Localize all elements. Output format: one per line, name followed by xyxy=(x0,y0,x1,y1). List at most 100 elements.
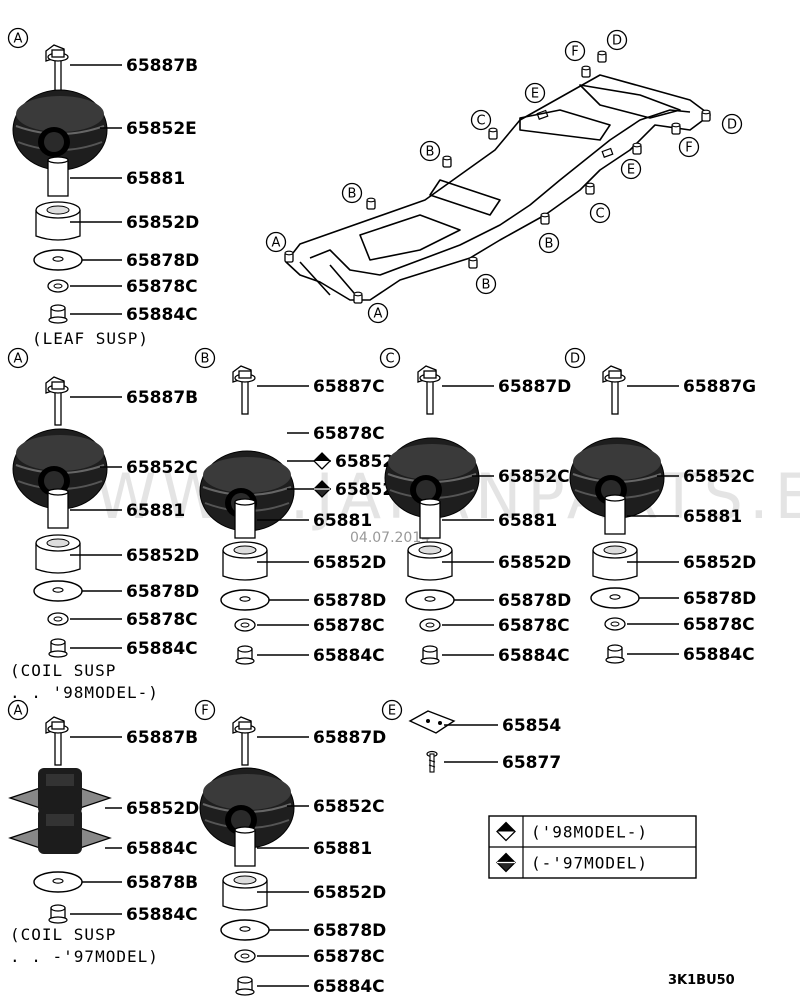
part-item[interactable]: 65884C xyxy=(235,976,385,997)
frame-rail-inner xyxy=(309,109,691,276)
frame-mount-icon xyxy=(468,256,478,269)
marker-circle xyxy=(475,273,497,295)
mount-icon xyxy=(8,808,112,854)
marker-circle xyxy=(524,82,546,104)
part-group-f: F65887D65852C6588165852D65878D65878C6588… xyxy=(194,699,386,997)
part-number: 65852D xyxy=(683,553,756,573)
part-number: 65887D xyxy=(498,377,571,397)
part-item[interactable]: 65852D xyxy=(8,768,199,819)
frame-marker-a: A xyxy=(367,302,389,324)
part-item[interactable]: 65878D xyxy=(220,589,386,611)
part-item[interactable]: 65881 xyxy=(47,156,185,197)
part-item[interactable]: 65887D xyxy=(232,716,386,766)
bolt-icon xyxy=(417,365,441,415)
washer-icon xyxy=(33,249,83,271)
legend-text: ('98MODEL-) xyxy=(531,823,648,842)
part-item[interactable]: 65881 xyxy=(47,488,185,529)
part-item[interactable]: 65887B xyxy=(45,44,198,94)
frame-mount-icon xyxy=(581,65,591,78)
part-item[interactable]: 65878B xyxy=(33,871,198,893)
frame-marker-b: B xyxy=(341,182,363,204)
marker-letter: C xyxy=(476,114,485,129)
part-item[interactable]: 65852D xyxy=(35,201,199,241)
part-item[interactable]: 65887C xyxy=(232,365,385,415)
frame-mount-icon xyxy=(488,127,498,140)
part-item[interactable]: 65887B xyxy=(45,376,198,426)
frame-marker-d: D xyxy=(606,29,628,51)
marker-letter: B xyxy=(426,145,435,160)
marker-circle xyxy=(194,699,216,721)
part-item[interactable]: 65884C xyxy=(235,645,385,666)
group-note: (LEAF SUSP) xyxy=(32,329,149,348)
sleeve-icon xyxy=(604,494,626,535)
part-item[interactable]: 65852D xyxy=(222,871,386,911)
part-item[interactable]: 65884C xyxy=(8,808,198,859)
part-item[interactable]: 65878C xyxy=(604,615,755,635)
part-item[interactable]: 65878C xyxy=(234,947,385,967)
part-item[interactable]: 65878C xyxy=(47,277,198,297)
part-number: 65881 xyxy=(313,511,372,531)
part-item[interactable]: 65878C xyxy=(234,616,385,636)
part-item[interactable]: 65881 xyxy=(604,494,742,535)
part-item[interactable]: 65878D xyxy=(405,589,571,611)
part-item[interactable]: 65887D xyxy=(417,365,571,415)
group-marker: A xyxy=(7,27,29,49)
part-item[interactable]: 65881 xyxy=(419,498,557,539)
nut-icon xyxy=(48,638,68,658)
part-group-b: B65887C65878C65852E65852C6588165852D6587… xyxy=(194,347,407,666)
marker-letter: C xyxy=(385,352,394,367)
smallwasher-icon xyxy=(419,618,441,632)
part-item[interactable]: 65881 xyxy=(234,826,372,867)
part-item[interactable]: 65852E xyxy=(12,89,197,171)
marker-letter: F xyxy=(571,45,578,60)
cup-icon xyxy=(222,871,268,911)
bullet-symbol-icon xyxy=(496,821,516,842)
part-number: 65878C xyxy=(313,616,385,636)
part-item[interactable]: 65852D xyxy=(407,541,571,581)
marker-letter: A xyxy=(14,32,23,47)
part-item[interactable]: 65881 xyxy=(234,498,372,539)
frame-marker-a: A xyxy=(265,231,287,253)
part-item[interactable]: 65852C xyxy=(569,437,755,519)
part-item[interactable]: 65884C xyxy=(48,904,198,925)
part-item[interactable]: 65878D xyxy=(220,919,386,941)
part-item[interactable]: 65887G xyxy=(602,365,756,415)
marker-circle xyxy=(538,232,560,254)
bolt-icon xyxy=(45,44,69,94)
marker-circle xyxy=(341,182,363,204)
part-item[interactable]: 65884C xyxy=(48,638,198,659)
marker-letter: B xyxy=(201,352,210,367)
part-number: 65878C xyxy=(498,616,570,636)
nut-icon xyxy=(235,976,255,996)
part-item[interactable]: 65878D xyxy=(590,587,756,609)
diagram-code: 3K1BU50 xyxy=(668,973,735,988)
group-note: . . '98MODEL-) xyxy=(10,683,159,702)
sleeve-icon xyxy=(419,498,441,539)
marker-letter: A xyxy=(14,704,23,719)
part-item[interactable]: 65852C xyxy=(384,437,570,519)
part-item[interactable]: 65852C xyxy=(199,767,385,849)
part-number: 65852D xyxy=(498,553,571,573)
part-item[interactable]: 65877 xyxy=(426,750,561,774)
part-item[interactable]: 65884C xyxy=(48,304,198,325)
part-item[interactable]: 65884C xyxy=(420,645,570,666)
marker-letter: B xyxy=(348,187,357,202)
part-item[interactable]: 65878C xyxy=(419,616,570,636)
part-item[interactable]: 65878D xyxy=(33,249,199,271)
marker-circle xyxy=(381,699,403,721)
part-item[interactable]: 65884C xyxy=(605,644,755,665)
part-item[interactable]: 65878C xyxy=(287,424,385,444)
bushing-icon xyxy=(384,437,480,519)
marker-circle xyxy=(419,140,441,162)
part-item[interactable]: 65852D xyxy=(222,541,386,581)
part-number: 65852D xyxy=(313,553,386,573)
part-item[interactable]: 65852C xyxy=(199,450,407,532)
part-item[interactable]: 65852D xyxy=(35,534,199,574)
part-item[interactable]: 65878C xyxy=(47,610,198,630)
part-item[interactable]: 65878D xyxy=(33,580,199,602)
part-item[interactable]: 65852D xyxy=(592,541,756,581)
part-item[interactable]: 65887B xyxy=(45,716,198,766)
part-item[interactable]: 65854 xyxy=(408,710,561,736)
